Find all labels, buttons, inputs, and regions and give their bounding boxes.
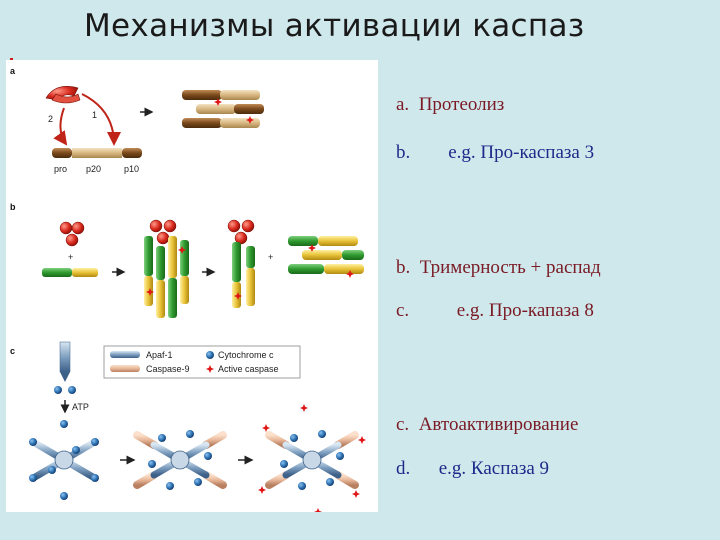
active-caspase-heterotetramer	[182, 90, 264, 128]
legend-cytc-swatch	[206, 351, 214, 359]
point-c-example: c. e.g. Про-капаза 8	[396, 300, 594, 322]
legend-apaf-swatch	[110, 351, 140, 358]
apoptosome-active-caspase9	[258, 404, 366, 512]
apoptosome-1	[29, 420, 99, 500]
cleavage-arrow-2	[53, 107, 68, 146]
cleavage-site-1-label: 1	[92, 110, 97, 120]
point-c-example-text: e.g. Про-капаза 8	[456, 300, 594, 321]
slide-title: Механизмы активации каспаз	[84, 8, 585, 44]
apoptosome-with-procaspase9	[133, 406, 227, 512]
apaf1-monomer	[54, 341, 76, 394]
legend-cytc-label: Cytochrome c	[218, 350, 274, 360]
legend-casp9-label: Caspase-9	[146, 364, 190, 374]
point-c-letter: c.	[396, 414, 410, 435]
active-caspase8-dimer	[288, 236, 364, 278]
point-b: b. Тримерность + распад	[396, 257, 601, 279]
cleavage-arrow-1	[81, 93, 121, 146]
panel-c-label: c	[10, 346, 15, 356]
point-c: c. Автоактивирование	[396, 414, 578, 436]
plus-sign-1: +	[68, 252, 73, 262]
point-d-example: d. e.g. Каспаза 9	[396, 458, 549, 480]
segment-pro-label: pro	[54, 164, 67, 174]
point-d-example-letter: d.	[396, 458, 411, 479]
plus-sign-2: +	[268, 252, 273, 262]
cleavage-site-2-label: 2	[48, 114, 53, 124]
atp-label: ATP	[72, 402, 89, 412]
legend-casp9-swatch	[110, 365, 140, 372]
point-d-example-text: e.g. Каспаза 9	[438, 458, 550, 479]
segment-p10-label: p10	[124, 164, 139, 174]
segment-p20-label: p20	[86, 164, 101, 174]
legend-apaf-label: Apaf-1	[146, 350, 173, 360]
procaspase8-rod	[42, 268, 98, 277]
legend-box: Apaf-1 Caspase-9 Cytochrome c Active cas…	[103, 345, 301, 379]
point-b-example-letter: b.	[396, 142, 411, 163]
figure-svg: a 2 1 pro p20 p10 b	[10, 66, 366, 512]
legend-active-label: Active caspase	[218, 364, 279, 374]
procaspase8-cluster	[144, 219, 189, 318]
released-active-caspase8	[227, 219, 255, 308]
panel-b-label: b	[10, 202, 16, 212]
point-c-text: Автоактивирование	[418, 414, 579, 435]
point-a-text: Протеолиз	[418, 94, 505, 115]
point-b-example: b. e.g. Про-каспаза 3	[396, 142, 594, 164]
procaspase-rod	[52, 148, 142, 158]
point-b-letter: b.	[396, 257, 411, 278]
point-b-example-text: e.g. Про-каспаза 3	[448, 142, 595, 163]
caspase-activation-figure: a 2 1 pro p20 p10 b	[6, 60, 378, 512]
point-a: a. Протеолиз	[396, 94, 504, 116]
protease-scissor	[45, 86, 81, 104]
fadd-trimer-1	[59, 221, 85, 247]
panel-a-label: a	[10, 66, 16, 76]
point-a-letter: a.	[396, 94, 410, 115]
point-b-text: Тримерность + распад	[419, 257, 601, 278]
point-c-example-letter: c.	[396, 300, 410, 321]
